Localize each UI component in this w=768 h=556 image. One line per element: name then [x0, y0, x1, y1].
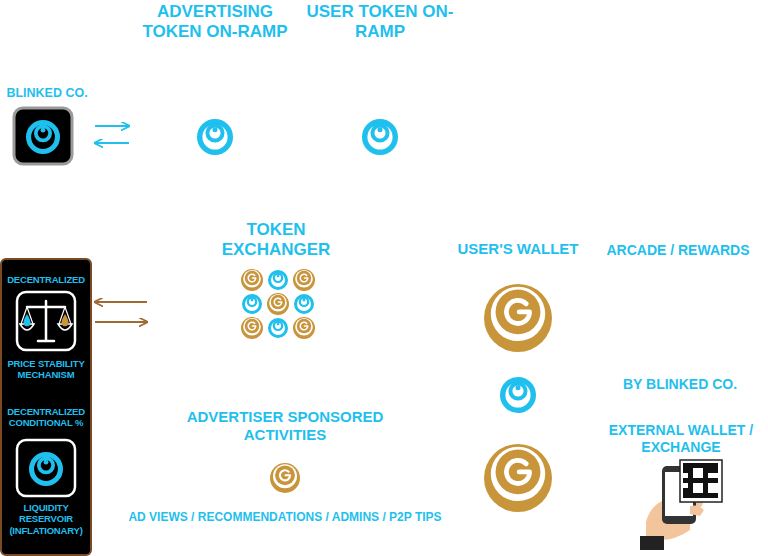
- token-logo: [365, 122, 396, 153]
- g-coin: [241, 269, 263, 291]
- drop: [61, 314, 68, 326]
- node-heading: TOKEN EXCHANGER: [218, 220, 334, 261]
- node-text: AD VIEWS / RECOMMENDATIONS / ADMINS / P2…: [125, 510, 445, 524]
- g-coin: [293, 317, 315, 339]
- node-heading: ADVERTISING TOKEN ON-RAMP: [137, 2, 293, 43]
- icon-frame: [17, 440, 75, 496]
- g-coin: [270, 463, 300, 493]
- node-text: LIQUIDITY RESERVOIR (INFLATIONARY): [3, 502, 89, 536]
- node-heading: USER'S WALLET: [448, 240, 588, 258]
- icon-label: ARCADE / REWARDS: [598, 242, 758, 259]
- app-icon: [14, 108, 72, 164]
- logo-box: BLINKED CO.: [2, 86, 92, 168]
- flow-arrow: [95, 125, 129, 127]
- scale-symbol: [20, 301, 72, 341]
- node-heading: DECENTRALIZED: [3, 274, 89, 285]
- g-coin: [241, 317, 263, 339]
- token-logo: [503, 380, 534, 411]
- panel-ground: [1, 259, 91, 555]
- g-coin: [293, 269, 315, 291]
- node-text: PRICE STABILITY MECHANISM: [3, 358, 89, 381]
- token-logo: [244, 296, 261, 313]
- token-logo: [270, 320, 287, 337]
- onramp-node: USER TOKEN ON-RAMP: [300, 0, 460, 165]
- wallet-node: USER'S WALLET: [448, 236, 588, 516]
- token-logo: [200, 122, 231, 153]
- node-heading: ADVERTISER SPONSORED ACTIVITIES: [165, 408, 405, 444]
- flow-arrow: [95, 321, 147, 323]
- token-logo: [296, 296, 313, 313]
- flow-arrow: [95, 142, 129, 144]
- token-logo: [29, 123, 58, 152]
- phone-qr: [640, 460, 722, 550]
- g-coin: [484, 444, 552, 512]
- node-heading: USER TOKEN ON-RAMP: [305, 2, 455, 43]
- exchanger-node: TOKEN EXCHANGER: [150, 218, 402, 346]
- control-panel: DECENTRALIZED PRICE STABILITY MECHANISM DE…: [0, 258, 92, 556]
- icon-label: EXTERNAL WALLET / EXCHANGE: [596, 422, 766, 456]
- drop: [23, 314, 30, 326]
- flow-arrow: [95, 301, 147, 303]
- g-coin: [267, 293, 289, 315]
- node-text: DECENTRALIZED CONDITIONAL %: [3, 406, 89, 429]
- token-logo: [270, 272, 287, 289]
- activities-node: ADVERTISER SPONSORED ACTIVITIES AD VIEWS …: [120, 404, 450, 546]
- onramp-node: ADVERTISING TOKEN ON-RAMP: [132, 0, 298, 165]
- icon-frame: [17, 292, 75, 350]
- icon-label: BY BLINKED CO.: [600, 376, 760, 393]
- node-heading: BLINKED CO.: [2, 86, 92, 101]
- token-logo: [32, 455, 61, 484]
- g-coin: [484, 284, 552, 352]
